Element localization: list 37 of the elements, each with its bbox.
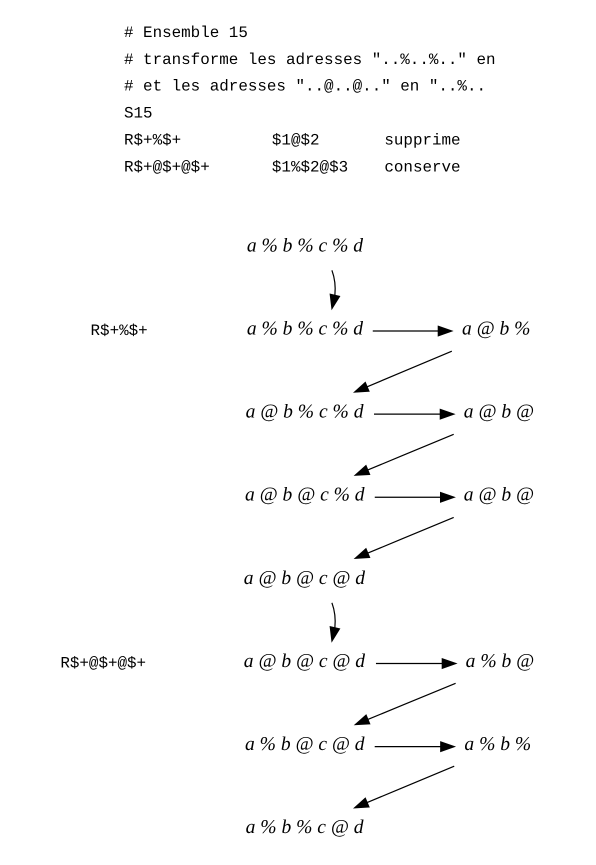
arrow xyxy=(353,682,456,726)
arrow xyxy=(372,325,454,337)
arrow xyxy=(352,350,452,393)
label: # transforme les adresses "..%..%.." en xyxy=(124,50,496,69)
arrow xyxy=(353,434,454,476)
arrow xyxy=(374,492,456,503)
label: R$+%$+ xyxy=(90,322,148,340)
node-text: a @ b @ c % d xyxy=(244,484,364,506)
label: R$+%$+ xyxy=(124,132,181,150)
label: R$+@$+@$+ xyxy=(60,654,146,673)
node-text: a % b % c @ d xyxy=(245,817,364,838)
node-text: a @ b @ c @ d xyxy=(243,568,365,589)
arrow xyxy=(375,658,458,670)
node-text: a @ b % c % d xyxy=(245,402,364,423)
arrow xyxy=(329,270,340,310)
arrow xyxy=(374,741,456,752)
label: conserve xyxy=(384,158,460,176)
arrow xyxy=(374,408,456,420)
label: $1%$2@$3 xyxy=(271,158,348,176)
node-text: a % b % c % d xyxy=(246,318,363,340)
node-text: a % b % xyxy=(464,734,531,756)
arrow xyxy=(329,602,340,643)
arrow xyxy=(352,766,454,808)
label: # et les adresses "..@..@.." en "..%.. xyxy=(124,78,486,96)
node-text: a % b @ c @ d xyxy=(244,734,364,756)
node-text: a @ b % xyxy=(461,318,530,340)
arrow xyxy=(353,516,454,559)
label: R$+@$+@$+ xyxy=(124,158,210,176)
node-text: a % b % c % d xyxy=(246,235,363,256)
node-text: a @ b @ xyxy=(463,484,534,506)
node-text: a @ b @ xyxy=(463,402,534,423)
label: $1@$2 xyxy=(271,132,320,150)
label: # Ensemble 15 xyxy=(124,24,248,42)
label: S15 xyxy=(124,104,152,123)
label: supprime xyxy=(384,132,460,150)
node-text: a % b @ xyxy=(465,650,534,672)
node-text: a @ b @ c @ d xyxy=(243,650,365,672)
